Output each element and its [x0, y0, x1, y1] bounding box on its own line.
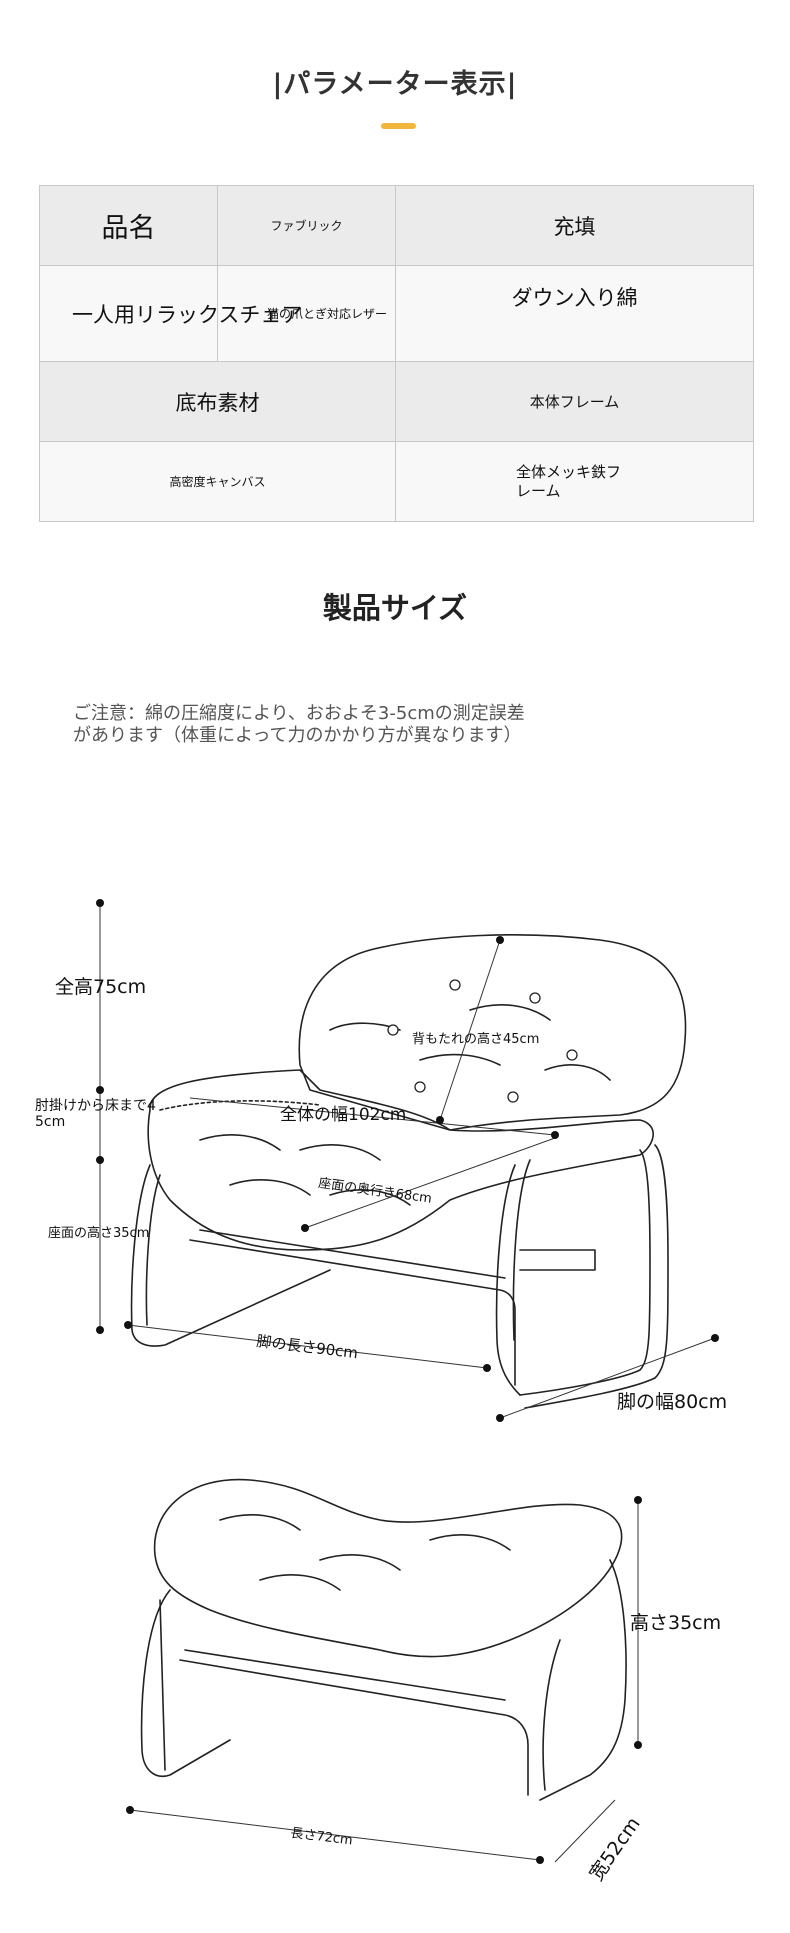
note-line1: ご注意：綿の圧縮度により、おおよそ3-5cmの測定誤差 [73, 703, 525, 724]
armrest-height-label: 肘掛けから床まで4 5cm [35, 1098, 156, 1130]
cell-fabric-value: 猫の爪とぎ対応レザー [217, 265, 396, 362]
param-table: 品名 ファブリック 充填 一人用リラックスチェア 猫の爪とぎ対応レザー ダウン入… [39, 185, 754, 522]
table-row: 一人用リラックスチェア 猫の爪とぎ対応レザー ダウン入り綿 [39, 265, 754, 362]
frame-value-line1: 全体メッキ鉄フ [516, 462, 622, 481]
ottoman-cushion [153, 1478, 623, 1658]
backrest-cushion [298, 934, 687, 1131]
cell-product-name-value: 一人用リラックスチェア [39, 265, 302, 362]
seat-cushion [147, 1069, 654, 1251]
size-title: 製品サイズ [322, 591, 468, 625]
table-row: 高密度キャンバス 全体メッキ鉄フ レーム [39, 441, 754, 522]
frame-value-line2: レーム [516, 481, 561, 500]
note-line2: があります（体重によって力のかかり方が異なります） [73, 725, 522, 746]
armrest-line1: 肘掛けから床まで4 [35, 1098, 156, 1114]
total-height-label: 全高75cm [55, 976, 147, 998]
size-note: ご注意：綿の圧縮度により、おおよそ3-5cmの測定誤差 があります（体重によって… [73, 703, 673, 747]
cell-base-fabric-label: 底布素材 [39, 361, 396, 442]
total-width-label: 全体の幅102cm [280, 1105, 407, 1125]
table-row: 底布素材 本体フレーム [39, 361, 754, 442]
chair-frame-front [189, 1239, 516, 1386]
armrest-line2: 5cm [35, 1114, 66, 1130]
chair-frame-left [130, 1164, 331, 1347]
param-title: |パラメーター表示| [272, 69, 518, 100]
cell-filling-value: ダウン入り綿 [395, 265, 754, 362]
cell-filling-label: 充填 [395, 185, 754, 266]
ottoman-frame [140, 1589, 231, 1777]
chair-frame-right [519, 1149, 651, 1396]
backrest-height-label: 背もたれの高さ45cm [412, 1032, 540, 1047]
title-underline [381, 123, 416, 129]
ottoman-height-label: 高さ35cm [630, 1612, 722, 1634]
cell-base-fabric-value: 高密度キャンバス [39, 441, 396, 522]
cell-frame-value: 全体メッキ鉄フ レーム [395, 441, 754, 522]
seat-height-label: 座面の高さ35cm [48, 1226, 150, 1241]
table-row: 品名 ファブリック 充填 [39, 185, 754, 266]
leg-width-label: 脚の幅80cm [617, 1391, 728, 1413]
cell-product-name-label: 品名 [39, 185, 218, 266]
